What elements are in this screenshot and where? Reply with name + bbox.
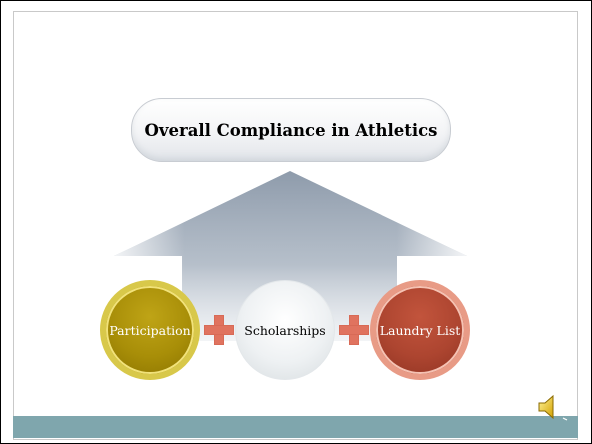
title-box: Overall Compliance in Athletics (131, 98, 451, 162)
diagram-title: Overall Compliance in Athletics (144, 120, 438, 140)
speaker-icon[interactable] (536, 392, 570, 422)
participation-label: Participation (109, 322, 191, 338)
plus-icon (339, 315, 369, 345)
laundry-list-circle: Laundry List (370, 280, 470, 380)
laundry-list-label: Laundry List (379, 322, 461, 338)
scholarships-circle: Scholarships (235, 280, 335, 380)
arrow-highlight (114, 171, 467, 341)
participation-circle: Participation (100, 280, 200, 380)
plus-icon (204, 315, 234, 345)
scholarships-label: Scholarships (244, 322, 326, 338)
footer-band (13, 416, 578, 438)
